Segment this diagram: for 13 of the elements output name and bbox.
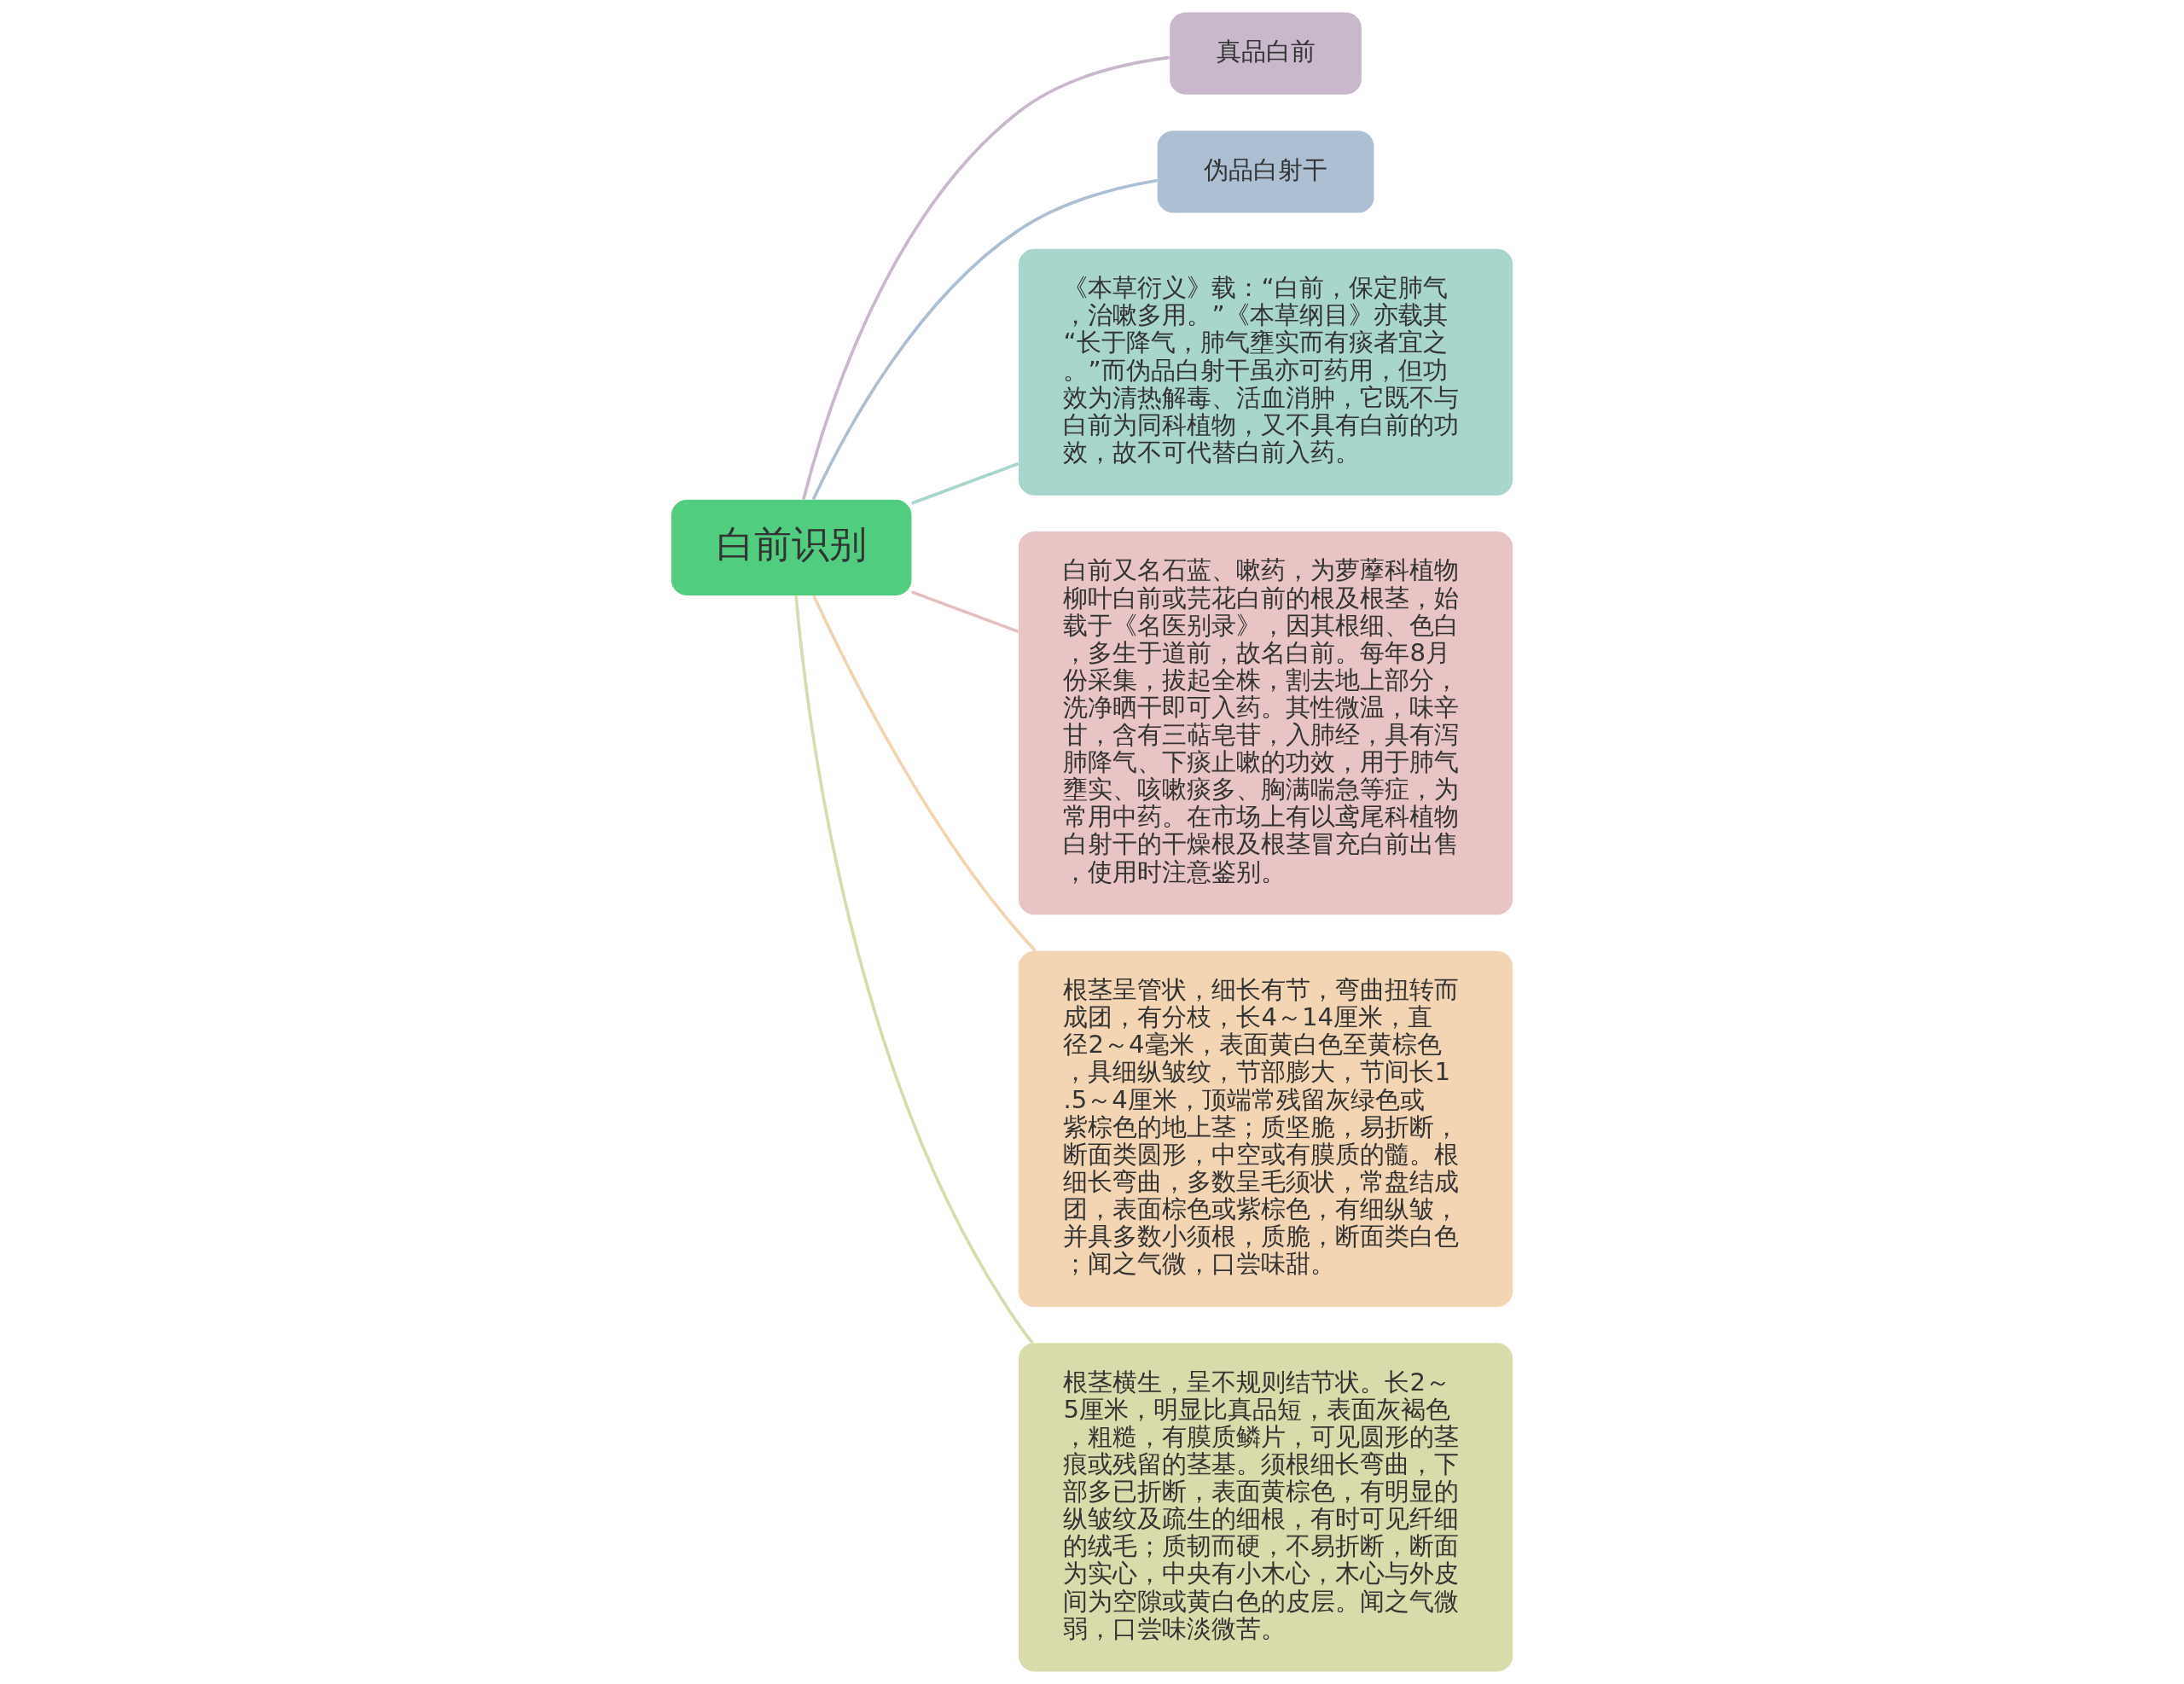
node-box: 白前识别 [671, 499, 912, 596]
connector [802, 55, 1170, 500]
node-box: 《本草衍义》载：“白前，保定肺气，治嗽多用。”《本草纲目》亦载其“长于降气，肺气壅实而有痰者宜之。”而伪品白射干虽亦可药用，但功效为清热解毒、活血消肿，它既不与白前为同科植物，又不具有白前的功效，故不可代替白前入药。 [1018, 248, 1513, 496]
node-box: 白前又名石蓝、嗽药，为萝藦科植物柳叶白前或芫花白前的根及根茎，始载于《名医别录》，因其根细、色白，多生于道前，故名白前。每年8月份采集，拔起全株，割去地上部分，洗净晒干即可入药。其性微温，味辛甘，含有三萜皂苷，入肺经，具有泻肺降气、下痰止嗽的功效，用于肺气壅实、咳嗽痰多、胸满喘急等症，为常用中药。在市场上有以鸢尾科植物白射干的干燥根及根茎冒充白前出售，使用时注意鉴别。 [1018, 531, 1513, 915]
connector [911, 462, 1019, 505]
node-box: 根茎呈管状，细长有节，弯曲扭转而成团，有分枝，长4～14厘米，直径2～4毫米，表面黄白色至黄棕色，具细纵皱纹，节部膨大，节间长1.5～4厘米，顶端常残留灰绿色或紫棕色的地上茎；质坚脆，易折断，断面类圆形，中空或有膜质的髓。根细长弯曲，多数呈毛须状，常盘结成团，表面棕色或紫棕色，有细纵皱，并具多数小须根，质脆，断面类白色；闻之气微，口尝味甜。 [1018, 950, 1513, 1307]
connector [911, 590, 1019, 634]
node-box: 根茎横生，呈不规则结节状。长2～5厘米，明显比真品短，表面灰褐色，粗糙，有膜质鳞片，可见圆形的茎痕或残留的茎基。须根细长弯曲，下部多已折断，表面黄棕色，有明显的纵皱纹及疏生的细根，有时可见纤细的绒毛；质韧而硬，不易折断，断面为实心，中央有小木心，木心与外皮间为空隙或黄白色的皮层。闻之气微弱，口尝味淡微苦。 [1018, 1343, 1513, 1672]
node-box: 真品白前 [1170, 12, 1362, 95]
connector [812, 595, 1037, 952]
connector [794, 595, 1034, 1344]
connector [811, 178, 1158, 501]
node-box: 伪品白射干 [1157, 131, 1374, 213]
